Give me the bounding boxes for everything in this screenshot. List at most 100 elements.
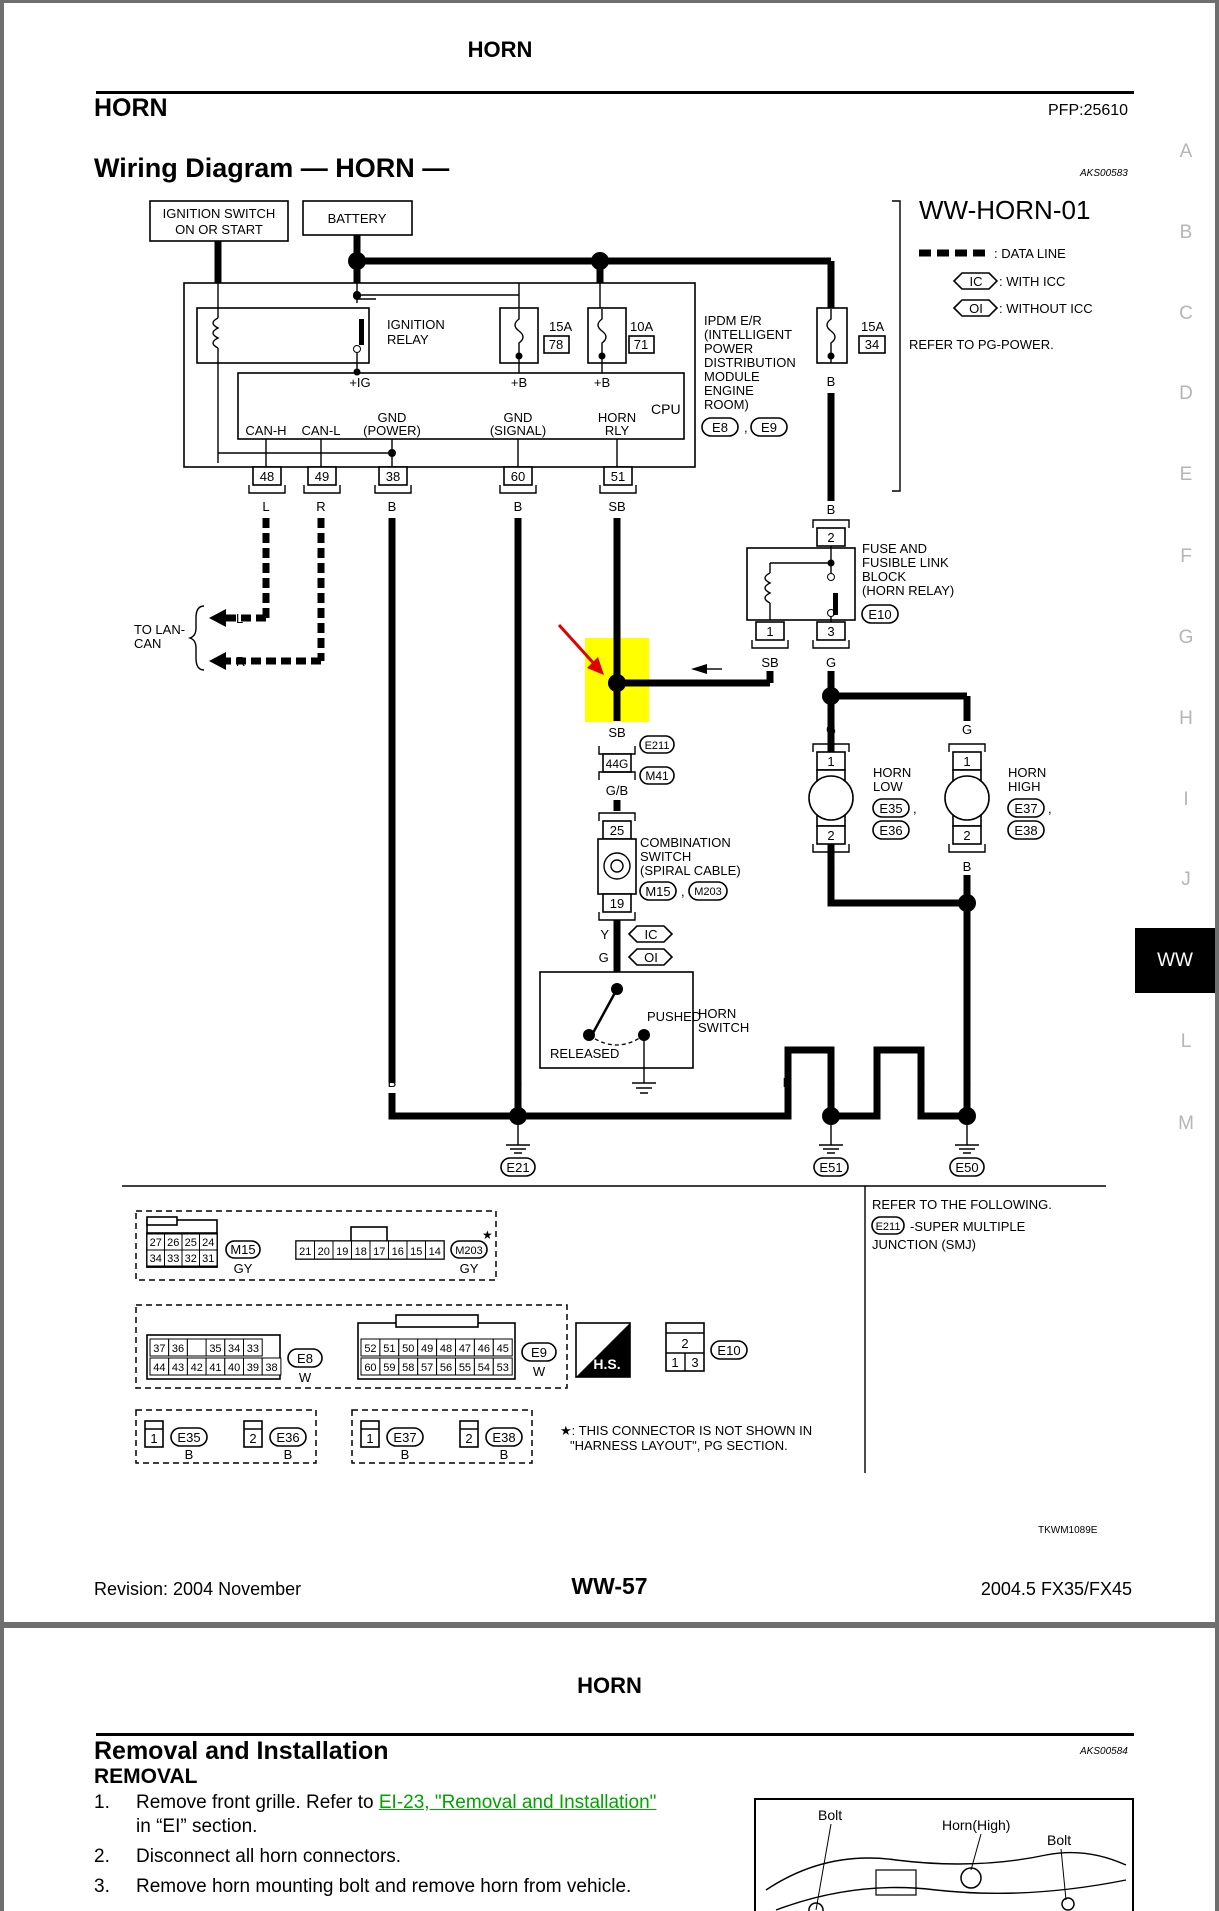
tab-ww-active[interactable]: WW bbox=[1135, 928, 1215, 993]
battery-box: BATTERY bbox=[302, 200, 413, 236]
svg-text:B: B bbox=[963, 859, 972, 874]
e9-pin-label: 53 bbox=[497, 1362, 509, 1374]
e9-pin-label: 60 bbox=[364, 1362, 376, 1374]
horn-location-illustration: Bolt Horn(High) Bolt bbox=[754, 1798, 1134, 1911]
ref-code-2: AKS00584 bbox=[1080, 1746, 1128, 1757]
svg-text:MODULE: MODULE bbox=[704, 369, 760, 384]
ei-23-link[interactable]: EI-23, "Removal and Installation" bbox=[378, 1792, 657, 1813]
tab-i[interactable]: I bbox=[1183, 789, 1189, 810]
e8-pin-label: 33 bbox=[247, 1343, 259, 1355]
e8-pin-label: 35 bbox=[209, 1343, 221, 1355]
svg-text:W: W bbox=[299, 1370, 312, 1385]
svg-text:B: B bbox=[827, 374, 836, 389]
tab-g[interactable]: G bbox=[1178, 627, 1194, 648]
tab-a[interactable]: A bbox=[1179, 141, 1193, 162]
title-rule bbox=[96, 91, 1134, 94]
connector-e35: 1 E35 B bbox=[144, 1420, 208, 1462]
svg-text:GY: GY bbox=[460, 1261, 479, 1276]
tab-d[interactable]: D bbox=[1179, 383, 1193, 404]
svg-text:(SIGNAL): (SIGNAL) bbox=[490, 423, 546, 438]
svg-text:CPU: CPU bbox=[651, 401, 681, 417]
svg-text:WW-HORN-01: WW-HORN-01 bbox=[919, 195, 1090, 225]
ipdm-pins: 48 49 38 60 51 bbox=[252, 466, 633, 486]
manual-page-2: HORN Removal and Installation AKS00584 R… bbox=[4, 1628, 1215, 1911]
svg-text:B: B bbox=[401, 1447, 410, 1462]
ipdm-label: IPDM E/R (INTELLIGENT POWER DISTRIBUTION… bbox=[701, 313, 796, 437]
connector-e10: 2 1 3 E10 bbox=[665, 1322, 748, 1372]
svg-text:15A: 15A bbox=[549, 319, 572, 334]
m203-pin-label: 16 bbox=[392, 1246, 404, 1258]
svg-text:M15: M15 bbox=[230, 1242, 255, 1257]
svg-text:POWER: POWER bbox=[704, 341, 753, 356]
svg-text:E35: E35 bbox=[879, 801, 902, 816]
svg-text:"HARNESS LAYOUT", PG SECTION.: "HARNESS LAYOUT", PG SECTION. bbox=[570, 1438, 788, 1453]
svg-text:(SPIRAL CABLE): (SPIRAL CABLE) bbox=[640, 863, 741, 878]
cpu-box bbox=[237, 372, 685, 440]
svg-text:E50: E50 bbox=[955, 1160, 978, 1175]
svg-text:E8: E8 bbox=[712, 420, 728, 435]
svg-text:,: , bbox=[681, 884, 685, 899]
hs-icon: H.S. bbox=[575, 1322, 631, 1378]
tab-l[interactable]: L bbox=[1180, 1031, 1192, 1052]
svg-text:15A: 15A bbox=[861, 319, 884, 334]
tab-e[interactable]: E bbox=[1179, 464, 1193, 485]
svg-text:DISTRIBUTION: DISTRIBUTION bbox=[704, 355, 796, 370]
m203-pin-label: 18 bbox=[355, 1246, 367, 1258]
e8-pin-label: 42 bbox=[191, 1362, 203, 1374]
e9-pin bbox=[492, 1338, 513, 1357]
m15-pin-label: 27 bbox=[150, 1237, 162, 1249]
svg-text:(INTELLIGENT: (INTELLIGENT bbox=[704, 327, 792, 342]
pfp-code: PFP:25610 bbox=[1048, 102, 1129, 119]
tab-m[interactable]: M bbox=[1178, 1113, 1194, 1134]
e8-pin-label: 36 bbox=[172, 1343, 184, 1355]
svg-text:: WITH ICC: : WITH ICC bbox=[999, 274, 1065, 289]
e8-pin-label: 38 bbox=[265, 1362, 277, 1374]
svg-text:SB: SB bbox=[608, 499, 625, 514]
tab-h[interactable]: H bbox=[1179, 708, 1193, 729]
svg-text:JUNCTION (SMJ): JUNCTION (SMJ) bbox=[872, 1237, 976, 1252]
page-title-2: Removal and Installation bbox=[94, 1737, 389, 1765]
tab-f[interactable]: F bbox=[1180, 546, 1192, 567]
svg-text:HORN: HORN bbox=[698, 1006, 736, 1021]
tab-b[interactable]: B bbox=[1179, 222, 1193, 243]
m203-pin bbox=[425, 1240, 445, 1260]
e9-pin-label: 50 bbox=[402, 1343, 414, 1355]
svg-text:M15: M15 bbox=[645, 884, 670, 899]
e9-pin bbox=[492, 1357, 513, 1376]
svg-text:2: 2 bbox=[963, 828, 970, 843]
svg-text:2: 2 bbox=[249, 1431, 256, 1446]
tab-c[interactable]: C bbox=[1179, 303, 1193, 324]
svg-text:G: G bbox=[962, 722, 972, 737]
svg-text:,: , bbox=[1048, 801, 1052, 816]
svg-text:E38: E38 bbox=[492, 1430, 515, 1445]
svg-text:BATTERY: BATTERY bbox=[328, 211, 387, 226]
e9-pin-label: 54 bbox=[478, 1362, 490, 1374]
svg-text:E36: E36 bbox=[276, 1430, 299, 1445]
ignition-relay-box bbox=[196, 307, 370, 364]
red-arrow bbox=[557, 623, 599, 669]
svg-text:71: 71 bbox=[634, 337, 648, 352]
horn-low: 1 2 HORN LOW E35 , E36 bbox=[808, 743, 917, 853]
svg-text:B: B bbox=[963, 1075, 972, 1090]
tab-j[interactable]: J bbox=[1181, 869, 1191, 890]
ref-code: AKS00583 bbox=[1080, 168, 1128, 179]
wiring-diagram: .w { stroke:#000; stroke-width:7; fill:n… bbox=[122, 195, 1106, 1473]
step-2: 2.Disconnect all horn connectors. bbox=[94, 1846, 402, 1867]
svg-text:: DATA LINE: : DATA LINE bbox=[994, 246, 1066, 261]
svg-text:L: L bbox=[262, 499, 269, 514]
svg-text:SWITCH: SWITCH bbox=[698, 1020, 749, 1035]
svg-text:BLOCK: BLOCK bbox=[862, 569, 906, 584]
svg-text:1: 1 bbox=[366, 1431, 373, 1446]
svg-text:CAN-H: CAN-H bbox=[245, 423, 286, 438]
svg-text:3: 3 bbox=[691, 1355, 698, 1370]
svg-text:FUSIBLE LINK: FUSIBLE LINK bbox=[862, 555, 949, 570]
svg-text:E10: E10 bbox=[868, 607, 891, 622]
svg-text:R: R bbox=[236, 654, 245, 669]
svg-text:W: W bbox=[533, 1364, 546, 1379]
svg-text:B: B bbox=[514, 499, 523, 514]
svg-text:E37: E37 bbox=[393, 1430, 416, 1445]
svg-text:IC: IC bbox=[645, 927, 658, 942]
svg-text:M203: M203 bbox=[455, 1245, 483, 1257]
e9-pin-label: 47 bbox=[459, 1343, 471, 1355]
